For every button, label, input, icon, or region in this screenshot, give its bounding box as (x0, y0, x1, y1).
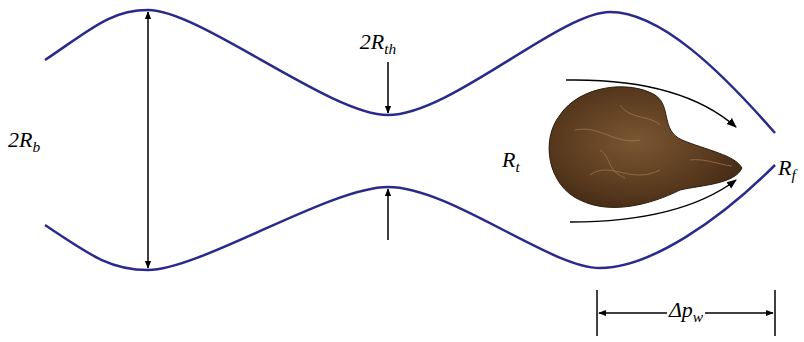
dimension-label: Rf (776, 156, 798, 184)
flow-arrow (566, 80, 736, 127)
dimension-label: 2Rb (6, 128, 42, 156)
dimension-label: Rt (500, 148, 522, 176)
dimension-label: 2Rth (358, 30, 398, 58)
extension-line (774, 290, 776, 336)
dimension-arrow (387, 62, 389, 113)
extension-line (596, 290, 598, 336)
flow-arrow (570, 180, 736, 222)
dimension-arrow (387, 189, 389, 240)
rock-particle (549, 87, 742, 208)
dimension-arrow (147, 12, 149, 268)
dimension-label: Δpw (667, 298, 705, 326)
